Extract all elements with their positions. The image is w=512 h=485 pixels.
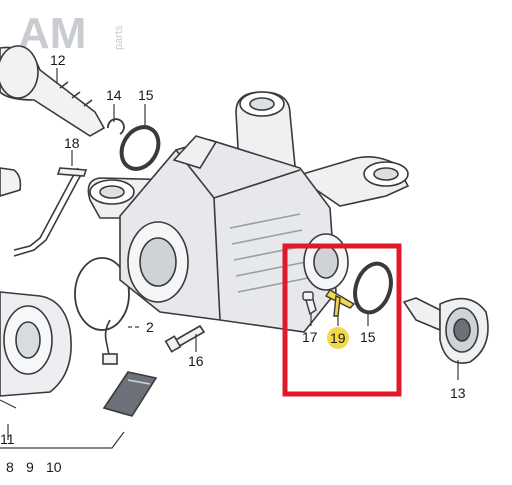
- oil-seal-upper-part[interactable]: [114, 120, 165, 175]
- breather-tube-part[interactable]: [13, 167, 88, 257]
- callout-16[interactable]: 16: [188, 353, 204, 369]
- logo: AM parts: [18, 9, 125, 58]
- group-bracket: [0, 399, 125, 449]
- callout-17[interactable]: 17: [302, 329, 318, 345]
- circlip-part[interactable]: [107, 118, 125, 135]
- callout-15-upper[interactable]: 15: [138, 87, 154, 103]
- oil-seal-lower-part[interactable]: [349, 259, 397, 317]
- callout-18[interactable]: 18: [64, 135, 80, 151]
- sensor-part[interactable]: [102, 319, 158, 417]
- small-bolt-part[interactable]: [302, 291, 317, 316]
- clip-part[interactable]: [324, 289, 356, 317]
- bolt-part[interactable]: [164, 324, 206, 353]
- differential-housing-part[interactable]: [87, 91, 410, 333]
- flange-part[interactable]: [402, 297, 489, 364]
- o-ring-part[interactable]: [74, 257, 130, 331]
- callout-19[interactable]: 19: [330, 330, 346, 346]
- callout-13[interactable]: 13: [450, 385, 466, 401]
- callout-12[interactable]: 12: [50, 52, 66, 68]
- callout-11[interactable]: 11: [0, 431, 15, 447]
- highlight-frame: [282, 243, 402, 397]
- logo-suffix: parts: [113, 25, 125, 50]
- callout-8[interactable]: 8: [6, 459, 14, 475]
- drive-shaft-part[interactable]: [0, 45, 106, 137]
- callout-9[interactable]: 9: [26, 459, 34, 475]
- pump-assembly-part[interactable]: [0, 167, 72, 397]
- callout-10[interactable]: 10: [46, 459, 62, 475]
- highlight-badge: [327, 327, 349, 349]
- callout-15-lower[interactable]: 15: [360, 329, 376, 345]
- callout-14[interactable]: 14: [106, 87, 122, 103]
- callout-2[interactable]: 2: [146, 319, 154, 335]
